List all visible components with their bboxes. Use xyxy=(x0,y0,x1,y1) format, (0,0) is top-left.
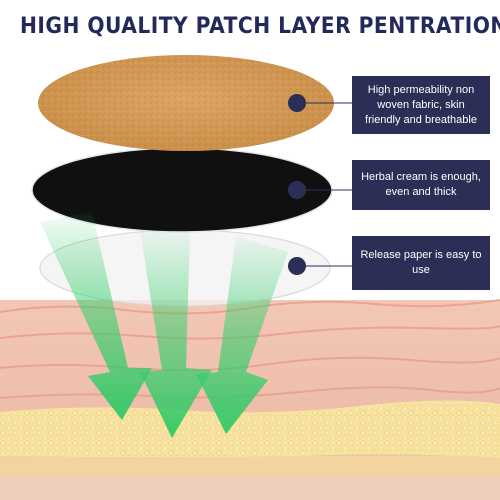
label-cream-text: Herbal cream is enough, even and thick xyxy=(361,171,481,198)
arrow-right xyxy=(196,236,288,434)
arrow-center xyxy=(140,230,212,438)
label-release-paper: Release paper is easy to use xyxy=(352,236,490,290)
arrow-left xyxy=(40,212,152,420)
leader-lines xyxy=(297,102,352,267)
label-release-paper-text: Release paper is easy to use xyxy=(360,249,482,276)
marker-dot-release-paper xyxy=(288,257,306,275)
label-fabric-text: High permeability non woven fabric, skin… xyxy=(365,83,477,126)
page-title: HIGH QUALITY PATCH LAYER PENTRATION xyxy=(20,14,500,39)
label-cream-layer: Herbal cream is enough, even and thick xyxy=(352,160,490,210)
penetration-arrows xyxy=(40,212,288,438)
fat-layer-cells xyxy=(0,402,500,457)
marker-dot-fabric xyxy=(288,94,306,112)
label-fabric-layer: High permeability non woven fabric, skin… xyxy=(352,76,490,134)
marker-dot-cream xyxy=(288,181,306,199)
